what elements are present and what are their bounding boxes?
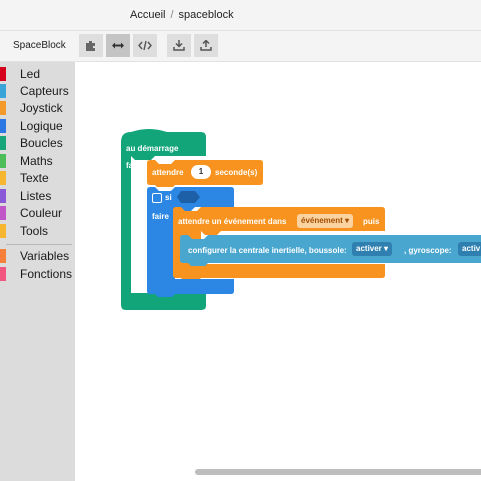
category-label: Variables [20,249,70,263]
condition-slot[interactable] [177,191,200,203]
gyroscope-dropdown-value: activ [462,244,481,253]
upload-icon [200,40,212,51]
category-color-bar [0,67,6,81]
category-label: Tools [20,224,49,238]
code-view-button[interactable] [133,34,157,57]
start-block-label: au démarrage [126,144,179,153]
category-listes[interactable]: Listes [0,188,75,205]
category-color-bar [0,136,6,150]
category-label: Listes [20,189,52,203]
category-label: Fonctions [20,267,73,281]
event-dropdown-value: événement [301,216,343,225]
toolbar: SpaceBlock [0,31,481,62]
category-maths[interactable]: Maths [0,153,75,170]
top-bar: Accueil / spaceblock [0,0,481,31]
app-name: SpaceBlock [13,40,66,51]
category-color-bar [0,224,6,238]
category-color-bar [0,154,6,168]
event-wait-block[interactable]: attendre un événement dans événement ▾ p… [173,207,385,279]
category-label: Logique [20,119,63,133]
if-label: si [165,193,172,202]
category-color-bar [0,84,6,98]
event-wait-prefix: attendre un événement dans [178,217,287,226]
breadcrumb-separator: / [170,9,174,21]
category-color-bar [0,119,6,133]
compass-dropdown[interactable]: activer ▾ [352,242,393,256]
category-boucles[interactable]: Boucles [0,135,75,152]
breadcrumb-current: spaceblock [178,9,234,21]
category-texte[interactable]: Texte [0,170,75,187]
category-fonctions[interactable]: Fonctions [0,266,75,283]
category-label: Texte [20,171,49,185]
horizontal-scrollbar[interactable] [195,469,481,475]
if-do-label: faire [152,212,169,221]
breadcrumb-home-link[interactable]: Accueil [130,9,166,21]
puzzle-icon [86,41,95,51]
event-dropdown[interactable]: événement ▾ [297,214,354,228]
category-led[interactable]: Led [0,66,75,83]
breadcrumb: Accueil / spaceblock [130,9,234,21]
wait-prefix: attendre [152,168,184,177]
category-tools[interactable]: Tools [0,223,75,240]
if-block[interactable]: si faire [147,187,234,297]
arrows-horizontal-icon [112,42,124,49]
category-label: Couleur [20,206,63,220]
code-icon [138,40,152,51]
category-separator [6,244,72,245]
compass-dropdown-value: activer [356,244,382,253]
category-capteurs[interactable]: Capteurs [0,83,75,100]
category-variables[interactable]: Variables [0,248,75,265]
download-button[interactable] [167,34,191,57]
start-block[interactable]: au démarrage faire [121,128,207,311]
configure-imu-block[interactable]: configurer la centrale inertielle, bouss… [180,235,481,266]
split-view-button[interactable] [106,34,130,57]
category-label: Maths [20,154,53,168]
category-label: Capteurs [20,84,69,98]
category-label: Joystick [20,101,63,115]
wait-suffix: seconde(s) [215,168,258,177]
start-do-label: faire [126,161,143,170]
category-color-bar [0,206,6,220]
category-color-bar [0,189,6,203]
category-label: Boucles [20,136,63,150]
gyroscope-dropdown[interactable]: activ [458,242,481,256]
category-color-bar [0,267,6,281]
category-label: Led [20,67,41,81]
category-color-bar [0,171,6,185]
category-color-bar [0,249,6,263]
category-logique[interactable]: Logique [0,118,75,135]
download-icon [173,40,185,51]
configure-imu-text: configurer la centrale inertielle, bouss… [188,246,347,255]
wait-seconds-input[interactable]: 1 [191,165,211,179]
wait-block[interactable]: attendre 1 seconde(s) [147,160,263,187]
gear-icon[interactable] [152,193,162,203]
category-joystick[interactable]: Joystick [0,100,75,117]
category-couleur[interactable]: Couleur [0,205,75,222]
category-sidebar: Led Capteurs Joystick Logique Boucles Ma… [0,62,75,481]
event-wait-suffix: puis [363,217,380,226]
category-color-bar [0,101,6,115]
blocks-view-button[interactable] [79,34,103,57]
gyroscope-label: , gyroscope: [404,246,452,255]
upload-button[interactable] [194,34,218,57]
